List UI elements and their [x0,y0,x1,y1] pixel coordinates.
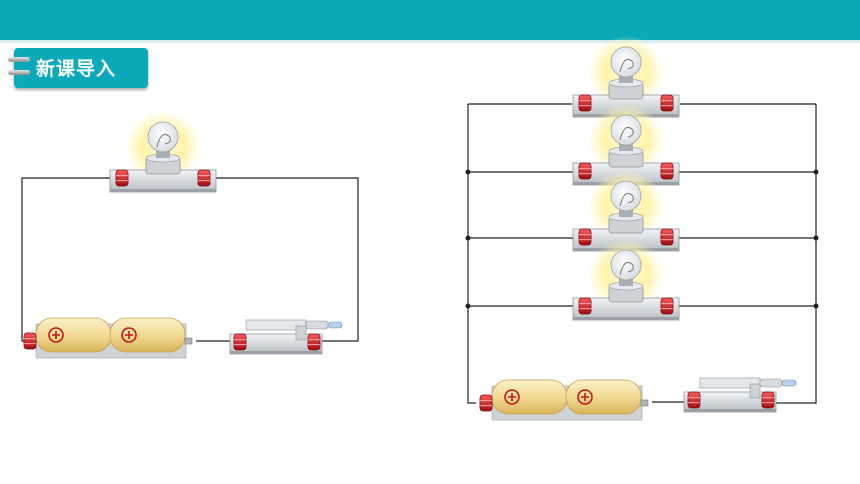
single-bulb-circuit [21,111,359,358]
section-title: 新课导入 [36,58,117,80]
top-banner [0,0,860,40]
junction-node [465,235,471,241]
battery-icon [480,380,648,420]
junction-node [813,169,819,175]
switch-icon [684,378,796,412]
wire [776,104,817,404]
junction-node [813,235,819,241]
junction-node [465,303,471,309]
junction-node [465,169,471,175]
battery-icon [24,318,192,358]
switch-icon [230,320,342,354]
lit-bulb-icon [110,111,216,192]
wire [216,177,359,342]
parallel-bulb-circuit [465,36,819,420]
binder-clip-icon [8,57,30,62]
top-banner-divider [0,40,860,43]
section-title-background [14,48,148,88]
binder-clip-icon [8,70,30,75]
wire [21,177,110,342]
section-title-tab: 新课导入 [8,48,148,88]
wire [467,104,476,404]
junction-node [813,303,819,309]
